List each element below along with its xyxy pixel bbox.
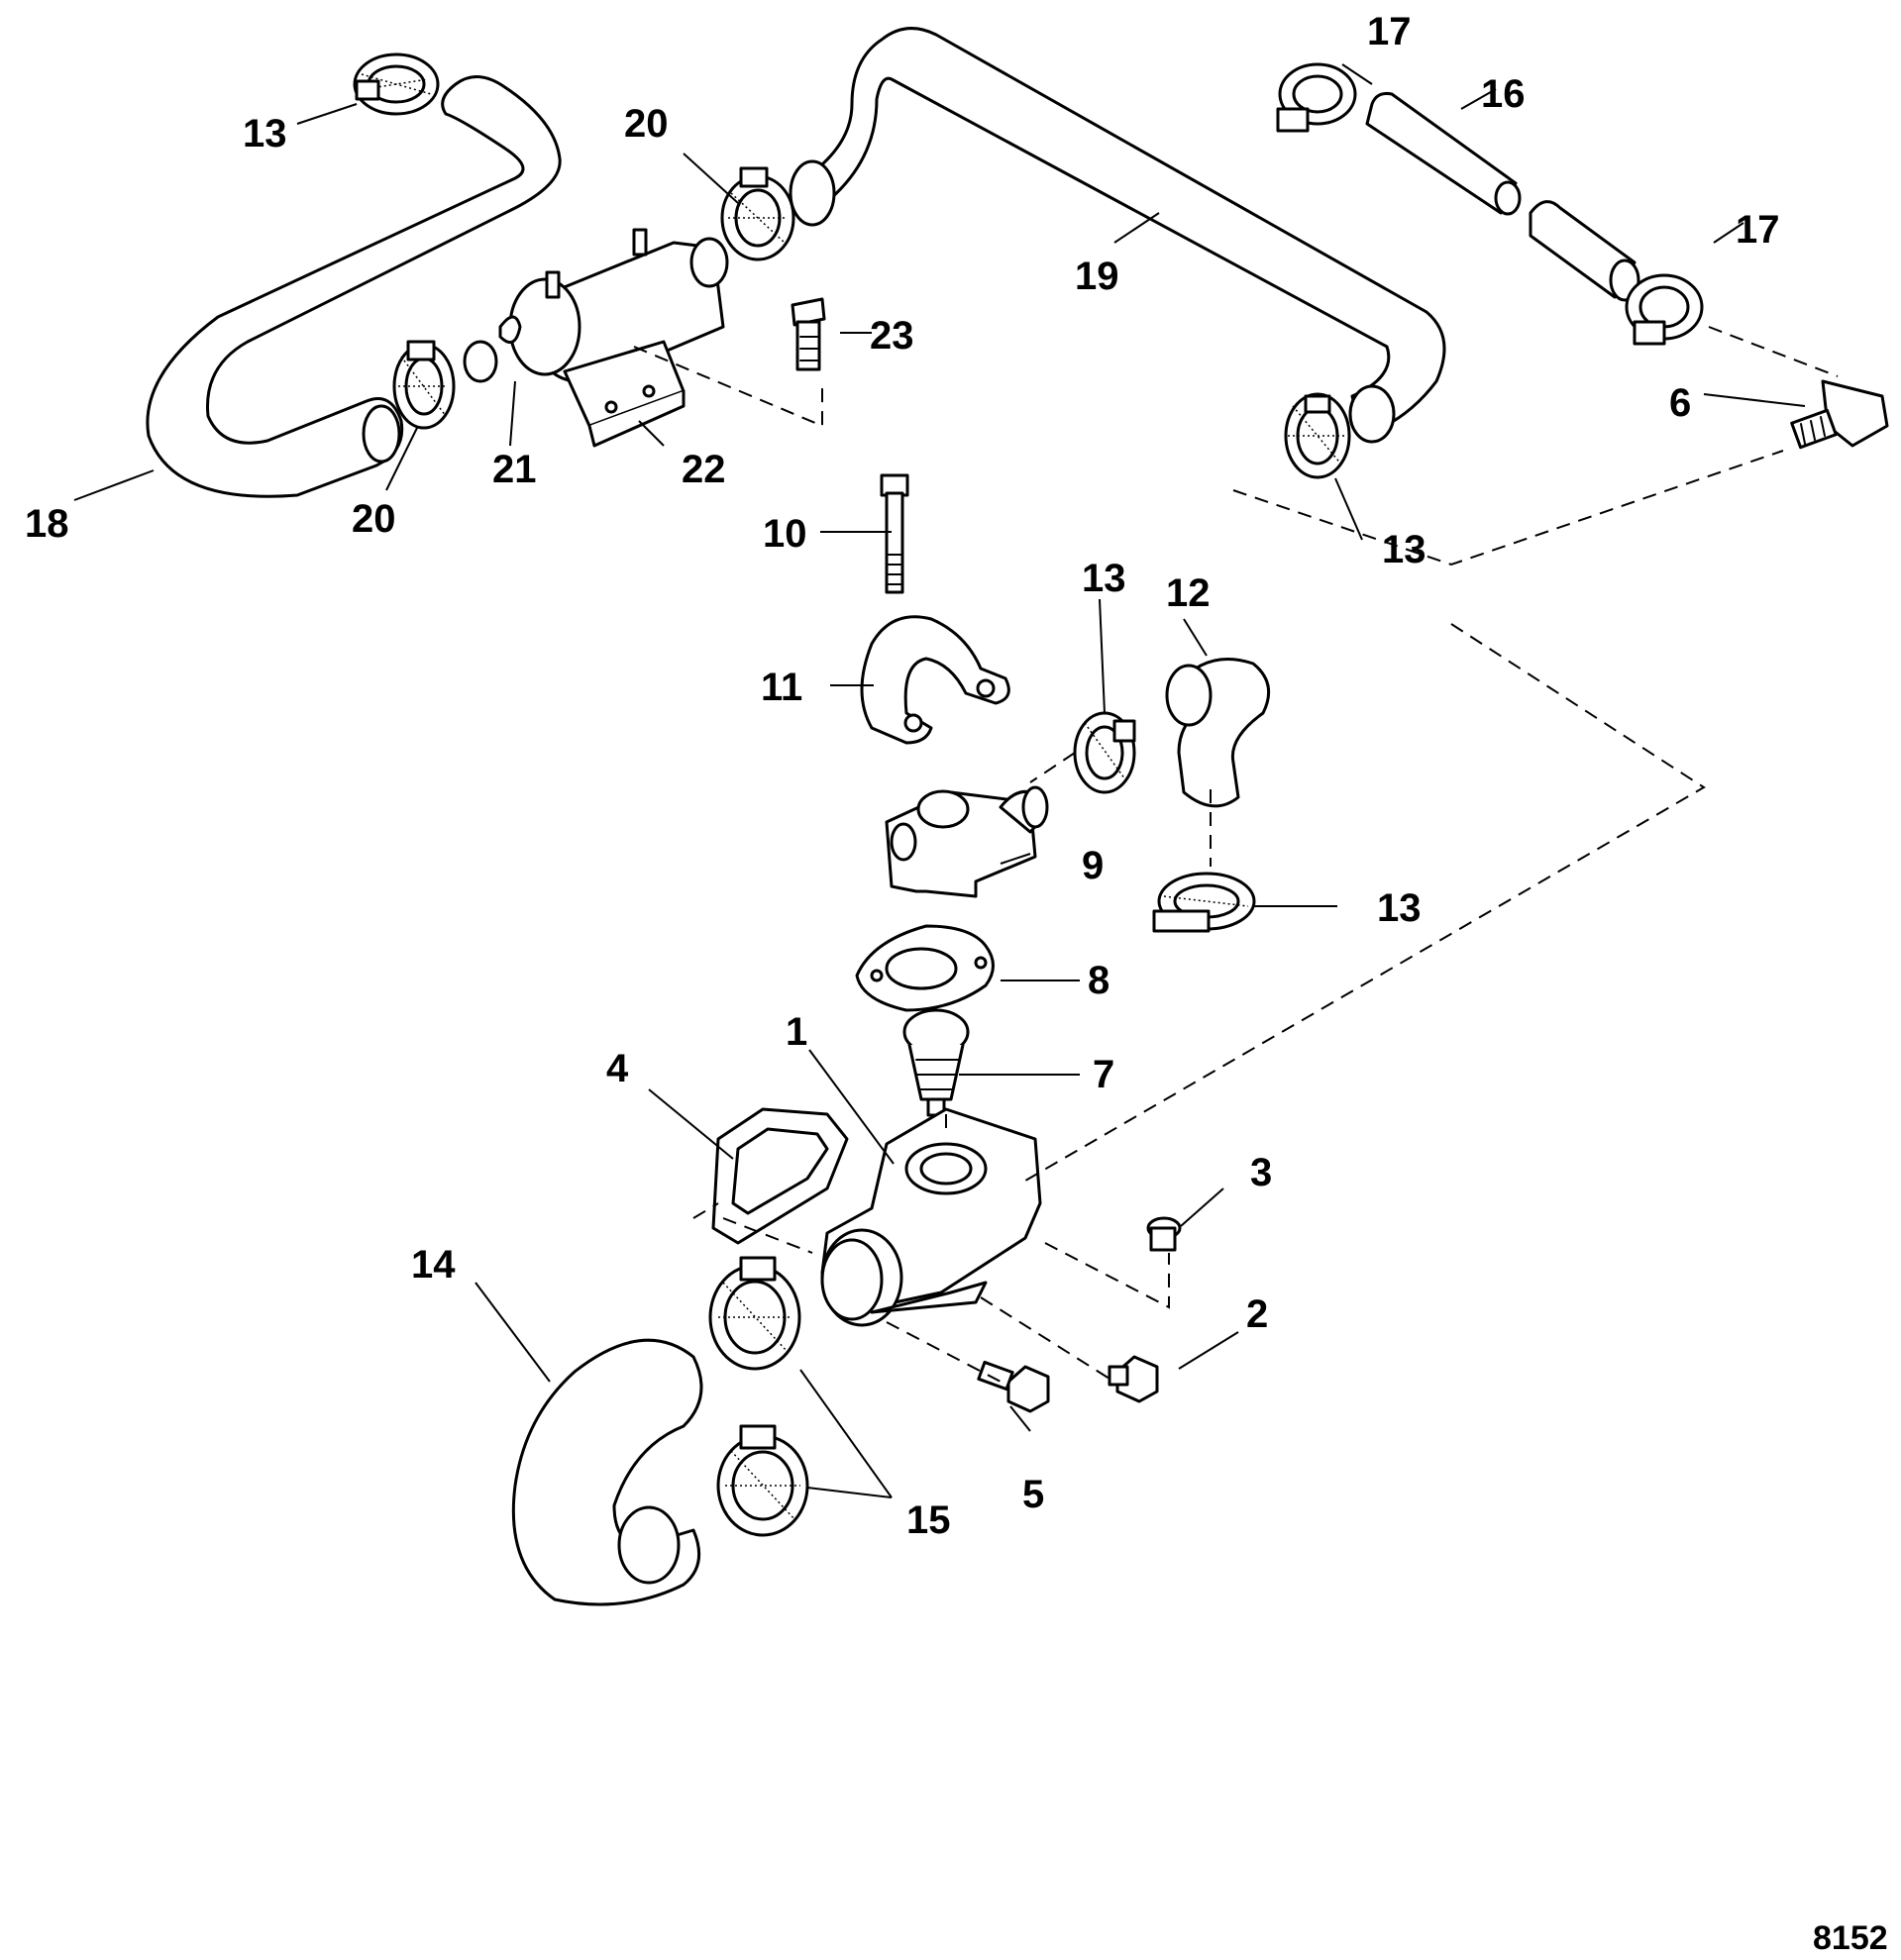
callout-5: 5 <box>1022 1473 1044 1516</box>
callout-14: 14 <box>411 1243 456 1287</box>
callout-13: 13 <box>1082 557 1126 600</box>
hose-clamp-15b <box>716 1424 809 1537</box>
callout-13: 13 <box>1377 886 1422 930</box>
elbow-fitting-6 <box>1790 379 1889 450</box>
hose-clamp-15a <box>708 1256 801 1371</box>
hose-clamp-13d <box>1152 872 1256 933</box>
callout-23: 23 <box>870 314 914 358</box>
hose-clamp-17b <box>1625 273 1704 346</box>
drain-plug-2 <box>1108 1355 1159 1403</box>
callout-10: 10 <box>763 512 807 556</box>
bolt-5 <box>977 1360 1050 1413</box>
hose-clamp-20b <box>720 166 795 261</box>
callout-13: 13 <box>1382 528 1426 571</box>
figure-number: 8152 <box>1813 1919 1888 1957</box>
housing-9 <box>885 785 1049 898</box>
callout-11: 11 <box>761 666 802 709</box>
filter-21 <box>463 228 729 384</box>
hose-14 <box>511 1338 703 1606</box>
callout-17: 17 <box>1367 10 1412 53</box>
callout-4: 4 <box>606 1047 629 1090</box>
housing-1 <box>820 1107 1042 1327</box>
callout-15: 15 <box>906 1498 951 1542</box>
plug-3 <box>1146 1216 1182 1252</box>
hose-clamp-13a <box>353 52 440 116</box>
callout-8: 8 <box>1088 959 1109 1002</box>
hose-16 <box>1365 92 1640 302</box>
gasket-4 <box>711 1107 849 1245</box>
callout-7: 7 <box>1093 1053 1114 1096</box>
callout-9: 9 <box>1082 844 1104 887</box>
alignment-lines <box>633 326 1839 1383</box>
hose-clamp-13b <box>1284 392 1351 479</box>
callout-13: 13 <box>243 112 287 155</box>
hose-clamp-13c <box>1073 711 1136 794</box>
callout-1: 1 <box>786 1010 807 1054</box>
hose-19 <box>789 27 1446 444</box>
hose-clamp-17a <box>1276 62 1357 133</box>
callout-20: 20 <box>624 102 669 146</box>
thermostat-7 <box>902 1008 970 1117</box>
gasket-8 <box>855 924 995 1012</box>
callout-20: 20 <box>352 497 396 541</box>
callout-17: 17 <box>1736 208 1780 252</box>
callouts: 13 20 20 21 22 18 23 19 13 17 16 17 6 10… <box>25 10 1780 1542</box>
callout-3: 3 <box>1250 1151 1272 1194</box>
callout-12: 12 <box>1166 571 1211 615</box>
bracket-22 <box>563 340 686 448</box>
bracket-11 <box>860 615 1010 745</box>
hose-18 <box>146 75 562 498</box>
callout-18: 18 <box>25 502 69 546</box>
leader-lines <box>73 63 1806 1498</box>
callout-2: 2 <box>1246 1292 1268 1336</box>
callout-21: 21 <box>492 448 537 491</box>
elbow-hose-12 <box>1165 658 1271 808</box>
callout-6: 6 <box>1669 381 1691 425</box>
bolt-23 <box>791 297 826 371</box>
bolt-10 <box>880 473 909 594</box>
callout-19: 19 <box>1075 255 1119 298</box>
hose-clamp-20a <box>392 340 456 430</box>
callout-22: 22 <box>682 448 726 491</box>
callout-16: 16 <box>1481 72 1526 116</box>
